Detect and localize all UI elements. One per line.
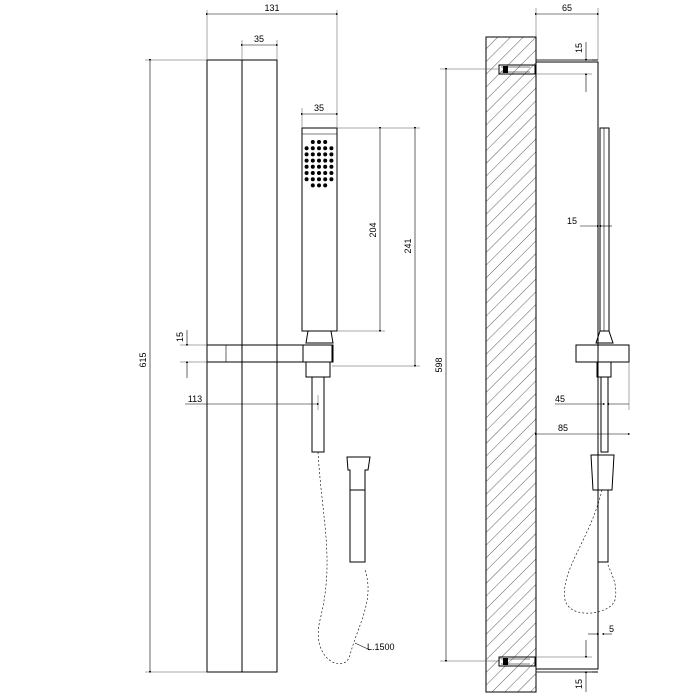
nozzle bbox=[323, 164, 328, 169]
nozzle bbox=[317, 164, 321, 169]
nozzle bbox=[310, 183, 315, 188]
nozzle bbox=[329, 152, 334, 157]
handshower-side bbox=[599, 127, 610, 332]
rail-side bbox=[535, 61, 599, 670]
dim-bottom-bracket: 15 bbox=[574, 679, 584, 689]
dim-outlet-offset: 113 bbox=[188, 394, 202, 404]
dim-total-height: 615 bbox=[138, 352, 148, 367]
top-fixing bbox=[498, 64, 536, 75]
nozzle bbox=[310, 164, 315, 169]
nozzle bbox=[329, 158, 334, 163]
nozzle bbox=[329, 146, 334, 151]
nozzle bbox=[323, 152, 328, 157]
hose bbox=[317, 451, 369, 665]
nozzle bbox=[323, 183, 328, 188]
nozzle-grid bbox=[304, 140, 334, 188]
nozzle bbox=[310, 140, 315, 144]
nozzle bbox=[323, 140, 328, 144]
dim-rail-width: 35 bbox=[254, 34, 264, 44]
nozzle bbox=[304, 152, 309, 157]
handshower-body bbox=[301, 127, 338, 332]
side-view: 65 15 15 598 45 85 5 15 bbox=[434, 3, 631, 693]
nozzle bbox=[310, 177, 315, 182]
nozzle bbox=[317, 177, 321, 182]
nozzle bbox=[304, 164, 309, 169]
dim-handshower-total: 241 bbox=[403, 238, 413, 253]
dim-hose-offset: 5 bbox=[609, 624, 614, 634]
dim-hose-length: L.1500 bbox=[367, 642, 395, 652]
nozzle bbox=[329, 177, 334, 182]
nozzle bbox=[323, 177, 328, 182]
nozzle bbox=[310, 158, 315, 163]
dim-fixing-distance: 598 bbox=[434, 357, 444, 372]
dim-rail-gap: 15 bbox=[567, 216, 577, 226]
nozzle bbox=[304, 177, 309, 182]
nozzle bbox=[304, 146, 309, 151]
hose-side bbox=[564, 489, 617, 614]
dim-handshower-width: 35 bbox=[314, 103, 324, 113]
dim-bracket-thickness: 15 bbox=[175, 332, 185, 342]
nozzle bbox=[304, 158, 309, 163]
nozzle bbox=[317, 171, 321, 175]
dim-top-bracket: 15 bbox=[574, 43, 584, 53]
dim-outlet-depth: 45 bbox=[555, 394, 565, 404]
dim-bracket-depth: 85 bbox=[558, 423, 568, 433]
nozzle bbox=[323, 171, 328, 175]
nozzle bbox=[317, 152, 321, 157]
handshower-hanging bbox=[346, 456, 371, 491]
bracket-side bbox=[575, 344, 630, 363]
nozzle bbox=[317, 146, 321, 151]
dim-depth: 65 bbox=[562, 3, 572, 13]
nozzle bbox=[329, 171, 334, 175]
nozzle bbox=[323, 146, 328, 151]
bottom-fixing bbox=[498, 656, 536, 667]
nozzle bbox=[317, 158, 321, 163]
hose-connector bbox=[311, 376, 325, 453]
nozzle bbox=[304, 171, 309, 175]
nozzle bbox=[317, 140, 321, 144]
nozzle bbox=[323, 158, 328, 163]
nozzle bbox=[329, 164, 334, 169]
nozzle bbox=[310, 146, 315, 151]
nozzle bbox=[310, 152, 315, 157]
dim-overall-width: 131 bbox=[264, 3, 279, 13]
holder-bracket bbox=[206, 344, 333, 363]
handshower-neck bbox=[305, 330, 334, 344]
wall-section bbox=[485, 36, 537, 693]
front-view: 131 35 35 204 241 615 15 113 bbox=[138, 3, 420, 674]
nozzle bbox=[317, 183, 321, 188]
dim-handshower-body: 204 bbox=[368, 222, 378, 237]
nozzle bbox=[310, 171, 315, 175]
